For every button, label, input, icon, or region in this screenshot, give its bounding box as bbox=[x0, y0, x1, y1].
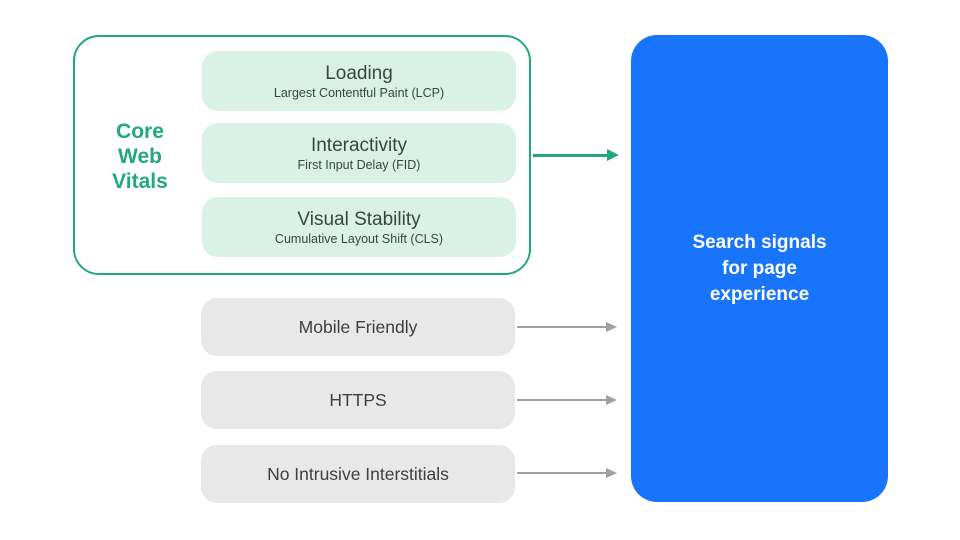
core-web-vitals-group: Core Web Vitals Loading Largest Contentf… bbox=[73, 35, 531, 275]
vital-box-visual-stability: Visual Stability Cumulative Layout Shift… bbox=[202, 197, 516, 257]
arrow-right-icon bbox=[607, 149, 619, 161]
vital-box-loading: Loading Largest Contentful Paint (LCP) bbox=[202, 51, 516, 111]
vital-title-visual-stability: Visual Stability bbox=[297, 208, 421, 230]
no-intrusive-interstitials-arrow bbox=[517, 466, 617, 480]
vital-subtitle-cls: Cumulative Layout Shift (CLS) bbox=[274, 231, 444, 246]
arrow-right-icon bbox=[606, 322, 617, 332]
arrow-line bbox=[517, 472, 606, 474]
https-arrow bbox=[517, 393, 617, 407]
search-signals-label: Search signals for page experience bbox=[692, 231, 827, 305]
arrow-line bbox=[517, 399, 606, 401]
vital-subtitle-lcp: Largest Contentful Paint (LCP) bbox=[273, 85, 445, 100]
signal-box-no-intrusive-interstitials: No Intrusive Interstitials bbox=[201, 445, 515, 503]
vital-subtitle-fid: First Input Delay (FID) bbox=[297, 157, 421, 172]
arrow-right-icon bbox=[606, 395, 617, 405]
vital-title-loading: Loading bbox=[325, 62, 393, 84]
mobile-friendly-arrow bbox=[517, 320, 617, 334]
vital-box-interactivity: Interactivity First Input Delay (FID) bbox=[202, 123, 516, 183]
core-web-vitals-label: Core Web Vitals bbox=[112, 120, 168, 193]
arrow-right-icon bbox=[606, 468, 617, 478]
vital-title-interactivity: Interactivity bbox=[310, 134, 408, 156]
arrow-line bbox=[517, 326, 606, 328]
signal-box-mobile-friendly: Mobile Friendly bbox=[201, 298, 515, 356]
signal-box-https: HTTPS bbox=[201, 371, 515, 429]
arrow-line bbox=[533, 153, 607, 157]
search-signals-box: Search signals for page experience bbox=[631, 35, 888, 502]
core-web-vitals-arrow bbox=[533, 148, 619, 162]
